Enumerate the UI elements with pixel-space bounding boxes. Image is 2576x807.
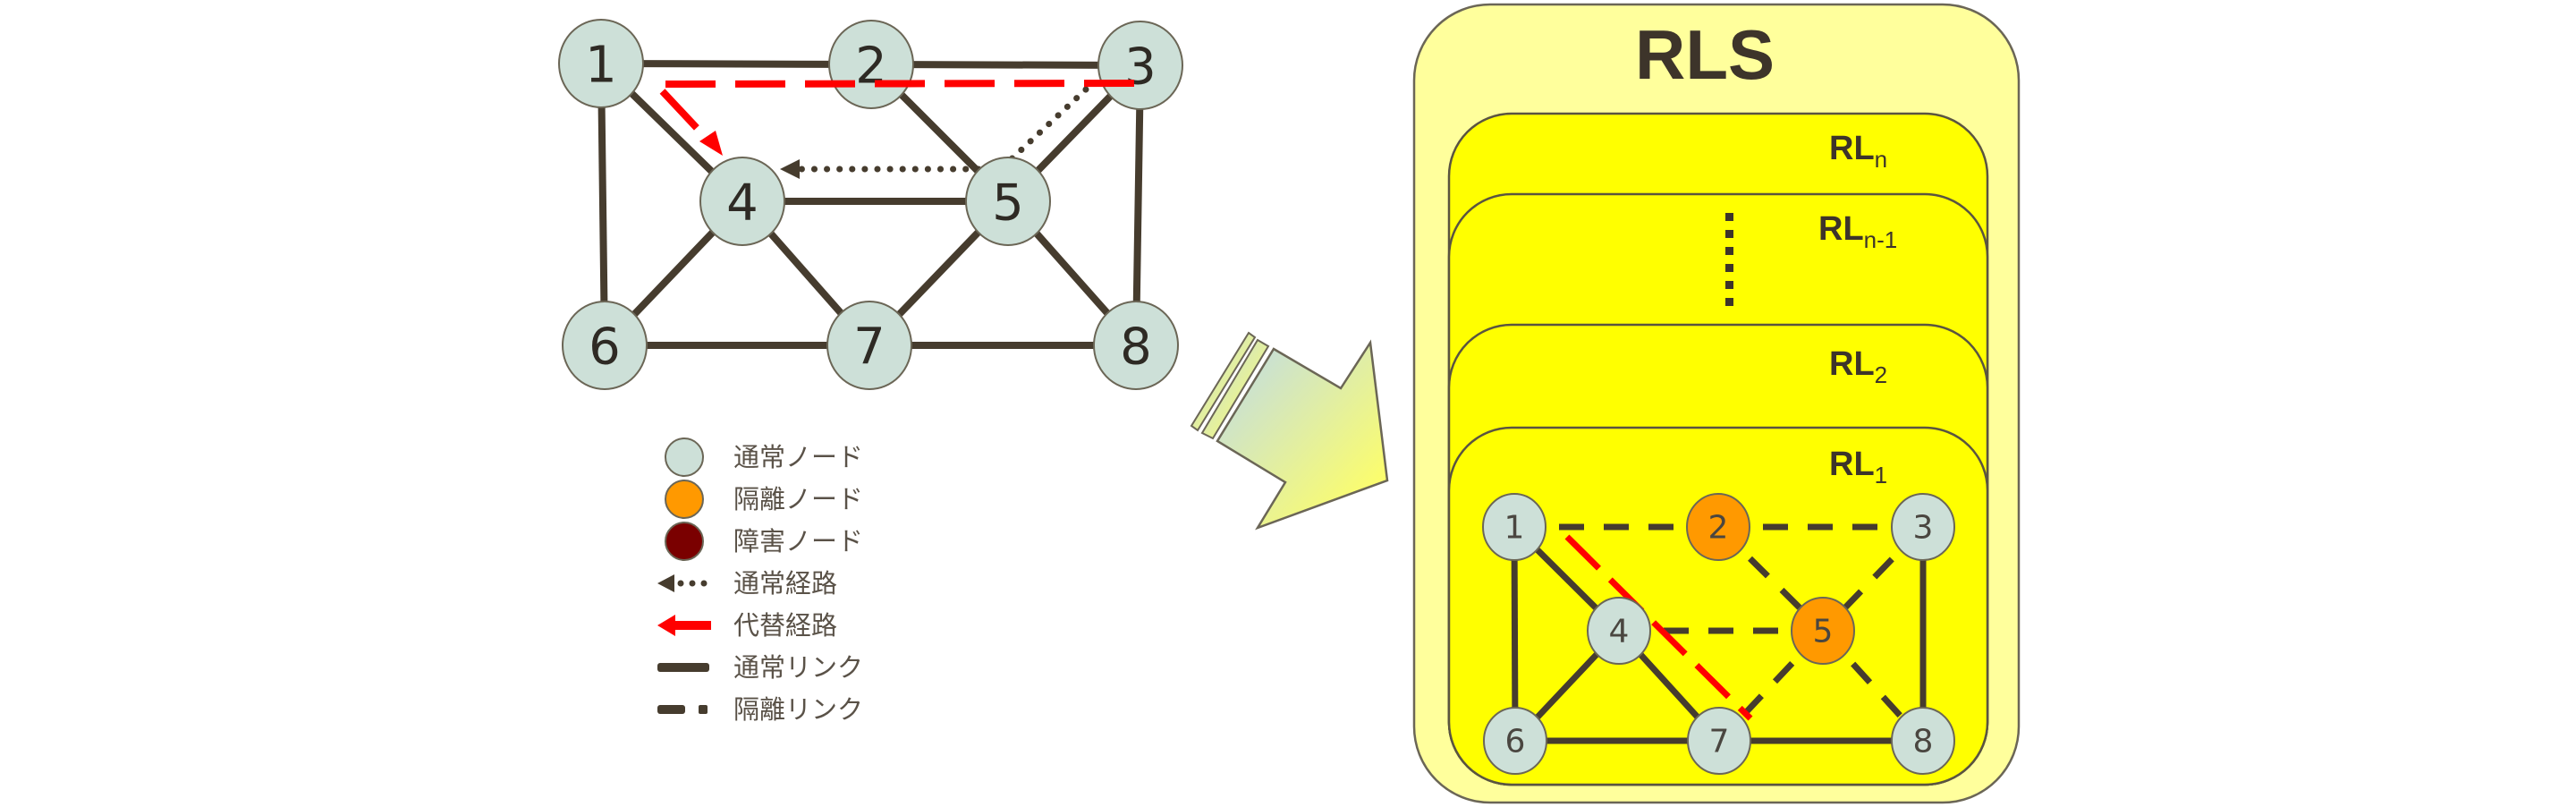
transition-arrow (1190, 331, 1389, 531)
legend-item-isolated-link: 隔離リンク (657, 694, 863, 725)
isolated-link-icon (657, 705, 708, 714)
node-label: 5 (992, 174, 1024, 233)
alternate-route-path (647, 80, 1135, 146)
legend-item-failed-node: 障害ノード (665, 522, 863, 561)
node-circle (965, 157, 1051, 246)
legend-item-normal-node: 通常ノード (665, 437, 863, 477)
node-circle (1097, 21, 1183, 110)
node-circle (1891, 493, 1955, 561)
legend-item-normal-route: 通常経路 (657, 568, 837, 599)
normal-node-icon (665, 437, 704, 477)
rl1-node-5: 5 (1791, 597, 1855, 665)
rl1-node-3: 3 (1891, 493, 1955, 561)
node-3: 3 (1097, 21, 1183, 110)
node-label: 8 (1120, 319, 1152, 377)
node-7: 7 (826, 301, 912, 390)
node-label: 6 (1505, 724, 1526, 760)
node-label: 5 (1813, 614, 1834, 650)
node-circle (1686, 493, 1750, 561)
node-label: 2 (1708, 510, 1729, 547)
rl1-nodes: 1 2 3 4 5 6 7 8 (1482, 493, 1955, 775)
link-1-6 (597, 63, 608, 346)
node-circle (558, 19, 644, 108)
route-overlay (647, 80, 1135, 156)
node-4: 4 (699, 157, 785, 246)
rl1-node-8: 8 (1891, 707, 1955, 775)
node-1: 1 (558, 19, 644, 108)
node-6: 6 (562, 301, 648, 390)
rl1-alternate-route-path (1564, 534, 1753, 721)
normal-link-1-6 (1511, 526, 1519, 742)
ellipsis-icon (1725, 213, 1733, 306)
legend-label: 通常ノード (733, 442, 863, 472)
rl-layer-box (1447, 426, 1989, 786)
node-label: 1 (1504, 510, 1525, 547)
alternate-route-icon (657, 615, 711, 636)
legend-label: 隔離ノード (733, 484, 863, 514)
rl1-node-4: 4 (1587, 597, 1651, 665)
failed-node-icon (665, 522, 704, 561)
node-circle (826, 301, 912, 390)
node-circle (1482, 493, 1546, 561)
rls-title: RLS (1635, 15, 1775, 94)
rl1-alternate-route (1564, 534, 1753, 721)
node-label: 8 (1913, 724, 1934, 760)
legend-label: 通常経路 (733, 568, 837, 599)
legend-item-normal-link: 通常リンク (657, 652, 863, 683)
rl1-network-graph: 1 2 3 4 5 6 7 8 (1482, 493, 1955, 775)
legend-item-alternate-route: 代替経路 (657, 610, 837, 641)
legend-label: 代替経路 (733, 610, 837, 641)
legend-label: 隔離リンク (733, 694, 863, 725)
rl1-node-7: 7 (1687, 707, 1751, 775)
link-3-8 (1132, 64, 1144, 346)
node-circle (1891, 707, 1955, 775)
rl1-node-1: 1 (1482, 493, 1546, 561)
node-circle (1791, 597, 1855, 665)
node-8: 8 (1093, 301, 1179, 390)
node-5: 5 (965, 157, 1051, 246)
node-circle (1587, 597, 1651, 665)
isolated-node-icon (665, 480, 704, 519)
normal-route-arrowhead (780, 159, 800, 179)
rl1-node-2: 2 (1686, 493, 1750, 561)
node-label: 4 (1609, 614, 1630, 650)
node-2: 2 (828, 20, 914, 109)
link-2-3 (870, 61, 1141, 69)
node-circle (699, 157, 785, 246)
legend-label: 通常リンク (733, 652, 863, 683)
node-label: 4 (726, 174, 758, 233)
node-label: 3 (1913, 510, 1934, 547)
node-circle (1483, 707, 1547, 775)
node-label: 1 (585, 37, 617, 95)
node-circle (1687, 707, 1751, 775)
node-circle (562, 301, 648, 390)
node-label: 7 (853, 319, 886, 377)
arrow-stripe-thin (1190, 331, 1257, 432)
alternate-route-arrowhead (699, 131, 723, 156)
node-label: 7 (1709, 724, 1730, 760)
original-network-graph: 1 2 3 4 5 6 7 8 (558, 19, 1183, 390)
node-label: 6 (589, 319, 621, 377)
arrow-body (1216, 339, 1389, 531)
normal-route-icon (657, 574, 708, 592)
rl1-node-6: 6 (1483, 707, 1547, 775)
legend-item-isolated-node: 隔離ノード (665, 480, 863, 519)
rl-layer-label: RLn-1 (1818, 210, 1897, 253)
rl-layer-1: RL1 (1447, 426, 1989, 786)
node-circle (1093, 301, 1179, 390)
normal-link-icon (657, 663, 709, 672)
node-label: 3 (1124, 38, 1157, 97)
arrow-stripe-wide (1200, 338, 1270, 440)
legend-label: 障害ノード (733, 526, 863, 556)
